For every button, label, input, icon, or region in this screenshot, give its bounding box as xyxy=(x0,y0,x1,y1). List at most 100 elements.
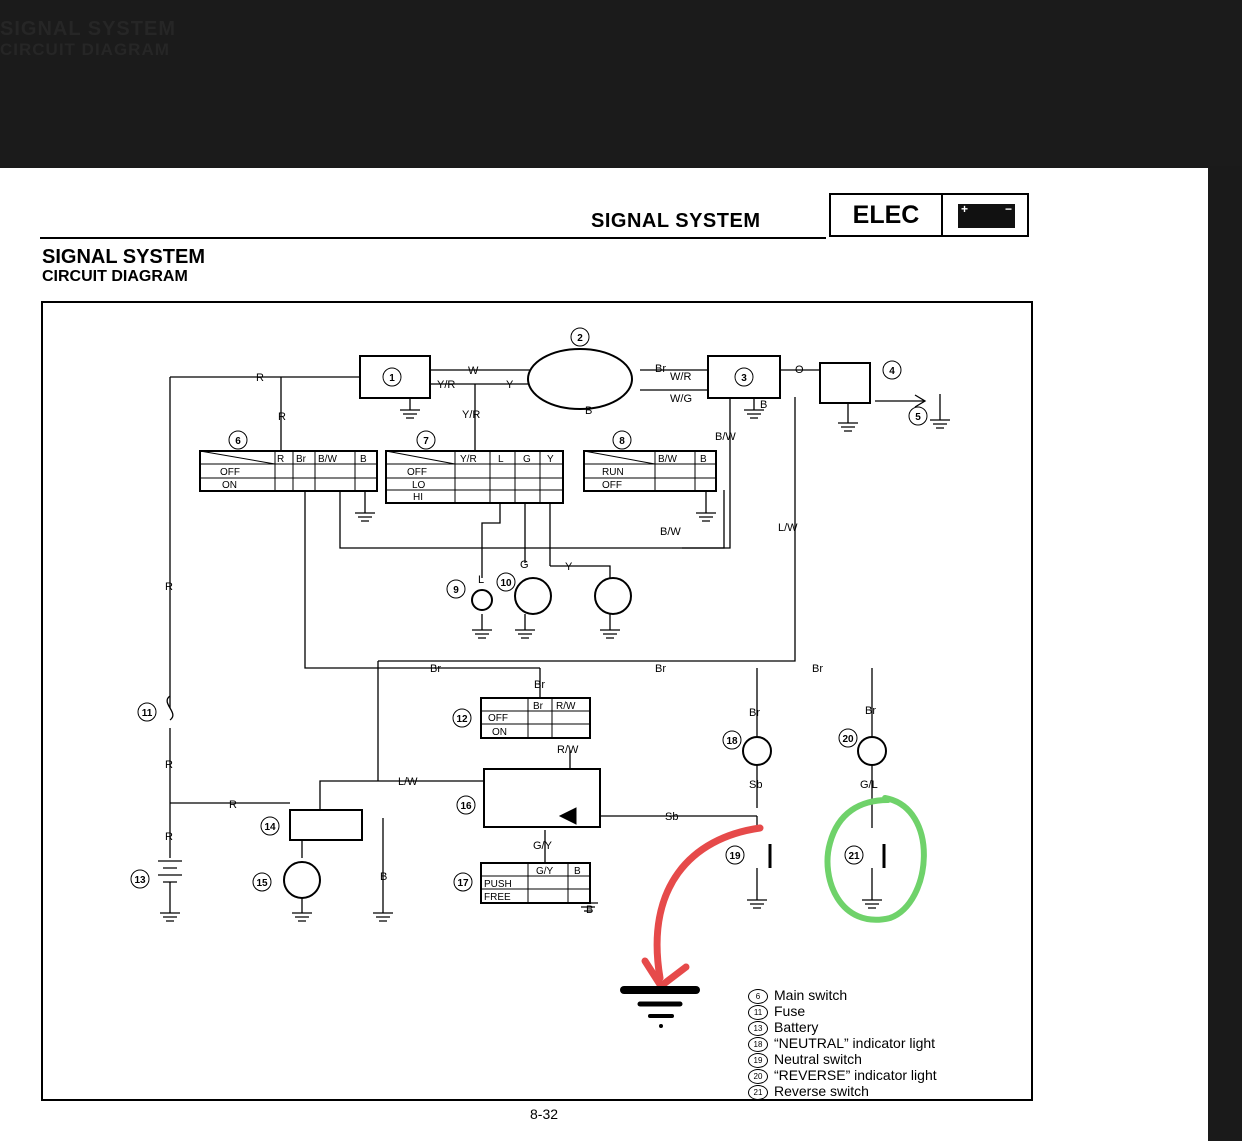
header-rule xyxy=(40,237,826,239)
wire-label-br3: Br xyxy=(812,663,823,675)
relay-14-box xyxy=(289,809,363,841)
manual-page: SIGNAL SYSTEM ELEC +− SIGNAL SYSTEM CIRC… xyxy=(0,168,1208,1141)
wire-label-r5: R xyxy=(165,759,173,771)
wire-label-r6: R xyxy=(165,831,173,843)
light-h1: L xyxy=(498,454,504,465)
main-h2: B/W xyxy=(318,454,337,465)
marker-6: 6 xyxy=(228,430,248,450)
stop-r1: OFF xyxy=(602,480,622,491)
push-switch-table xyxy=(480,862,591,904)
marker-2: 2 xyxy=(570,327,590,347)
marker-16: 16 xyxy=(456,795,476,815)
wire-label-lw: L/W xyxy=(778,522,798,534)
wire-label-sb: Sb xyxy=(749,779,762,791)
battery-icon: +− xyxy=(958,202,1015,228)
svg-text:11: 11 xyxy=(142,708,153,719)
wire-label-g: G xyxy=(520,559,529,571)
svg-text:10: 10 xyxy=(500,578,512,589)
elec-badge: ELEC +− xyxy=(829,193,1029,237)
main-h1: Br xyxy=(296,454,307,465)
wire-label-gl: G/L xyxy=(860,779,878,791)
svg-text:6: 6 xyxy=(235,436,241,447)
wire-label-br2: Br xyxy=(655,663,666,675)
wire-label-wr: W/R xyxy=(670,371,691,383)
wire-label-l: L xyxy=(478,574,484,586)
main-r0: OFF xyxy=(220,467,240,478)
marker-21: 21 xyxy=(844,845,864,865)
svg-text:2: 2 xyxy=(577,333,583,344)
stop-r0: RUN xyxy=(602,467,624,478)
marker-3: 3 xyxy=(734,367,754,387)
wire-label-br4: Br xyxy=(534,679,545,691)
svg-text:7: 7 xyxy=(423,436,429,447)
motor-15 xyxy=(283,861,321,899)
wire-label-b-3: B xyxy=(760,399,767,411)
push-r0: PUSH xyxy=(484,879,512,890)
wire-label-r: R xyxy=(256,372,264,384)
wire-label-rw: R/W xyxy=(557,744,579,756)
marker-8: 8 xyxy=(612,430,632,450)
marker-9: 9 xyxy=(446,579,466,599)
wire-label-sb2: Sb xyxy=(665,811,678,823)
ghost-title: SIGNAL SYSTEM xyxy=(0,18,176,40)
wire-label-o: O xyxy=(795,364,804,376)
light-switch-table xyxy=(385,450,564,504)
marker-7: 7 xyxy=(416,430,436,450)
marker-12: 12 xyxy=(452,708,472,728)
coil-4-box xyxy=(819,362,871,404)
svg-text:12: 12 xyxy=(456,714,468,725)
wire-label-br1: Br xyxy=(430,663,441,675)
page-number: 8-32 xyxy=(530,1106,559,1122)
wire-label-gy: G/Y xyxy=(533,840,553,852)
svg-text:15: 15 xyxy=(256,878,268,889)
svg-text:16: 16 xyxy=(460,801,472,812)
hand-drawn-ground-icon xyxy=(620,986,700,1028)
light-r1: LO xyxy=(412,480,426,491)
marker-19: 19 xyxy=(725,845,745,865)
main-r1: ON xyxy=(222,480,237,491)
wire-label-r4: R xyxy=(229,799,237,811)
wire-label-bw: B/W xyxy=(715,431,736,443)
marker-13: 13 xyxy=(130,869,150,889)
diagram-frame xyxy=(41,301,1033,1101)
marker-18: 18 xyxy=(722,730,742,750)
wire-label-r2: R xyxy=(278,411,286,423)
marker-5: 5 xyxy=(908,406,928,426)
circuit-diagram: R R W Y/R Y Y/R Br W/R W/G O B B B/W L/W… xyxy=(130,327,950,1028)
wire-label-wg: W/G xyxy=(670,393,692,405)
light-h3: Y xyxy=(547,454,554,465)
marker-14: 14 xyxy=(260,816,280,836)
marker-10: 10 xyxy=(496,572,516,592)
badge-label: ELEC xyxy=(831,195,943,235)
main-h3: B xyxy=(360,454,367,465)
marker-1: 1 xyxy=(382,367,402,387)
aux-r0: OFF xyxy=(488,713,508,724)
wire-label-w: W xyxy=(468,365,479,377)
svg-text:21: 21 xyxy=(848,851,860,862)
wire-label-bw2: B/W xyxy=(660,526,681,538)
engine-stop-table xyxy=(583,450,717,492)
marker-4: 4 xyxy=(882,360,902,380)
svg-text:5: 5 xyxy=(915,412,921,423)
stator-coil xyxy=(527,348,633,410)
section-subtitle: CIRCUIT DIAGRAM xyxy=(42,268,188,285)
stop-h0: B/W xyxy=(658,454,677,465)
legend-item: 18“NEUTRAL” indicator light xyxy=(748,1036,937,1052)
svg-text:20: 20 xyxy=(842,734,854,745)
wire-label-b-stator: B xyxy=(585,405,592,417)
marker-15: 15 xyxy=(252,872,272,892)
wire-label-y2: Y xyxy=(565,561,573,573)
legend-item: 20“REVERSE” indicator light xyxy=(748,1068,937,1084)
marker-17: 17 xyxy=(453,872,473,892)
wire-label-lw2: L/W xyxy=(398,776,418,788)
aux-h0: Br xyxy=(533,701,544,712)
svg-text:13: 13 xyxy=(134,875,146,886)
wire-label-br-top: Br xyxy=(655,363,666,375)
svg-text:3: 3 xyxy=(741,373,747,384)
